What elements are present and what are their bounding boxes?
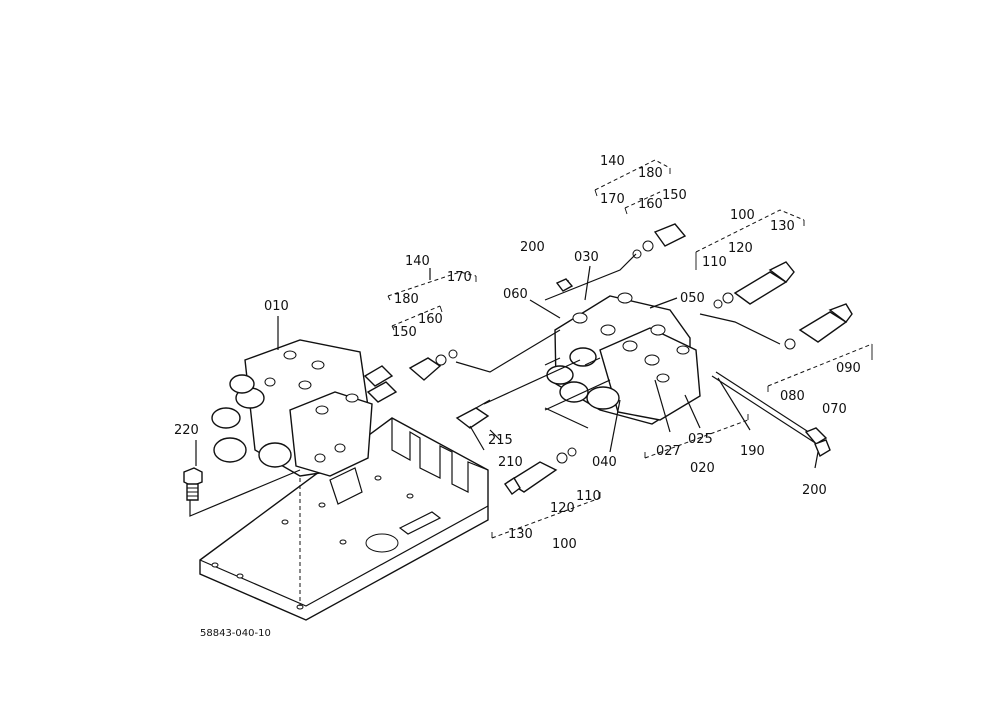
label-110-top: 110 — [702, 255, 727, 270]
control-valve-assembly-010 — [211, 339, 398, 477]
label-070: 070 — [822, 402, 847, 417]
label-210: 210 — [498, 455, 523, 470]
relief-valve-130-top — [713, 261, 795, 309]
label-120-bottom: 120 — [550, 501, 575, 516]
plug-150-left — [408, 349, 458, 381]
bracket-140-left — [387, 268, 477, 331]
label-150-top: 150 — [662, 188, 687, 203]
label-220: 220 — [174, 423, 199, 438]
label-180-left: 180 — [394, 292, 419, 307]
label-200-bottom: 200 — [802, 483, 827, 498]
nut-200-top — [555, 278, 574, 292]
valve-body-020 — [544, 292, 701, 425]
label-170-top: 170 — [600, 192, 625, 207]
mounting-plate — [199, 417, 489, 621]
label-140-left: 140 — [405, 254, 430, 269]
tie-rod-190 — [711, 371, 831, 458]
label-100-top: 100 — [730, 208, 755, 223]
label-140-top: 140 — [600, 154, 625, 169]
bracket-140-top — [594, 159, 671, 215]
label-030: 030 — [574, 250, 599, 265]
plug-150-top — [632, 223, 687, 259]
label-050: 050 — [680, 291, 705, 306]
part-labels: 010 220 140 180 150 160 170 140 180 170 … — [174, 154, 861, 639]
bracket-100-bottom — [491, 492, 601, 539]
label-150-left: 150 — [392, 325, 417, 340]
label-010: 010 — [264, 299, 289, 314]
label-090: 090 — [836, 361, 861, 376]
bracket-020 — [644, 414, 749, 459]
label-160-left: 160 — [418, 312, 443, 327]
relief-valve-130-bottom — [504, 447, 577, 495]
label-040: 040 — [592, 455, 617, 470]
label-060: 060 — [503, 287, 528, 302]
bracket-070 — [767, 343, 873, 392]
label-200-top: 200 — [520, 240, 545, 255]
label-110-bottom: 110 — [576, 489, 601, 504]
label-130-top: 130 — [770, 219, 795, 234]
label-100-bottom: 100 — [552, 537, 577, 552]
label-130-bottom: 130 — [508, 527, 533, 542]
drawing-reference-number: 58843-040-10 — [200, 628, 271, 639]
bolt-220 — [183, 467, 301, 517]
bracket-100-top — [695, 209, 805, 270]
label-180-top: 180 — [638, 166, 663, 181]
label-215: 215 — [488, 433, 513, 448]
leader-lines — [195, 253, 819, 606]
label-025: 025 — [688, 432, 713, 447]
label-190: 190 — [740, 444, 765, 459]
label-080: 080 — [780, 389, 805, 404]
label-120-top: 120 — [728, 241, 753, 256]
label-160-top: 160 — [638, 197, 663, 212]
plug-215 — [455, 399, 491, 429]
label-020: 020 — [690, 461, 715, 476]
plug-070-assembly — [784, 303, 853, 350]
label-170-left: 170 — [447, 270, 472, 285]
label-027: 027 — [656, 444, 681, 459]
